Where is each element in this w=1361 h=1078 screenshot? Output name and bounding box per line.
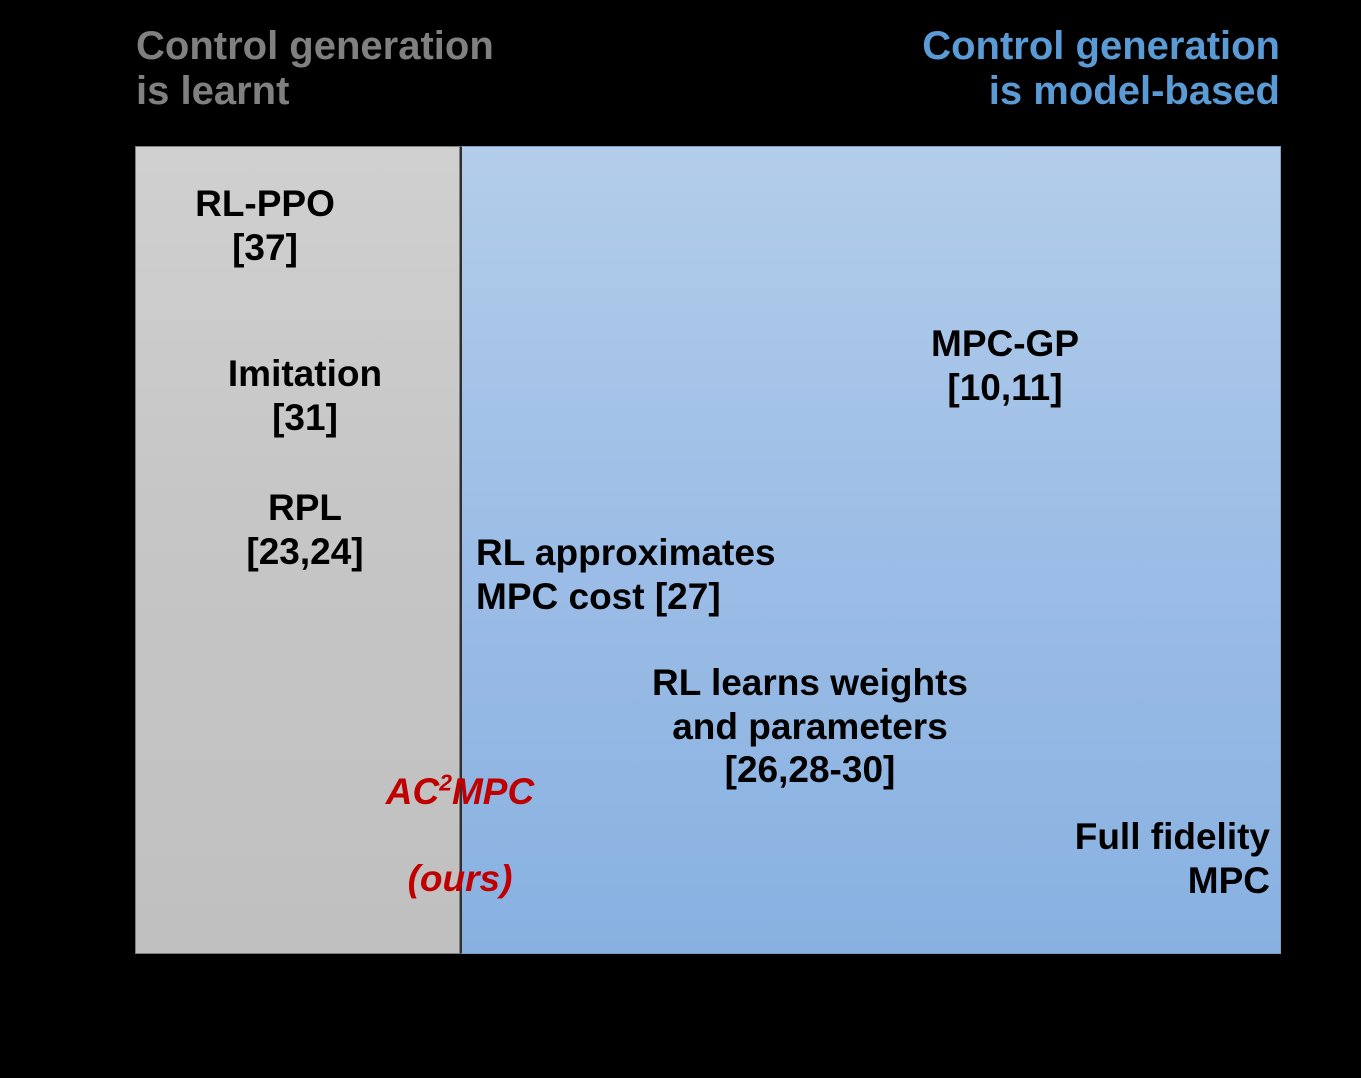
ours-line1-suffix: MPC bbox=[451, 770, 535, 812]
label-rpl: RPL [23,24] bbox=[246, 487, 364, 572]
label-rl-approximates-mpc-cost: RL approximates MPC cost [27] bbox=[476, 532, 776, 617]
label-imitation: Imitation [31] bbox=[227, 353, 383, 438]
ours-line1-superscript: 2 bbox=[439, 769, 452, 796]
label-rl-ppo: RL-PPO [37] bbox=[195, 183, 335, 268]
label-full-fidelity-mpc: Full fidelity MPC bbox=[1074, 816, 1270, 901]
ours-line1-prefix: AC bbox=[385, 770, 440, 812]
label-ac2mpc-ours: AC2MPC (ours) bbox=[345, 726, 575, 901]
header-control-generation-is-learnt: Control generation is learnt bbox=[136, 24, 494, 113]
label-mpc-gp: MPC-GP [10,11] bbox=[931, 323, 1079, 408]
panel-model-based bbox=[460, 146, 1281, 954]
header-control-generation-is-model-based: Control generation is model-based bbox=[922, 24, 1280, 113]
label-rl-learns-weights-and-parameters: RL learns weights and parameters [26,28-… bbox=[652, 662, 968, 791]
ours-line2: (ours) bbox=[407, 857, 513, 899]
panel-learnt bbox=[135, 146, 460, 954]
